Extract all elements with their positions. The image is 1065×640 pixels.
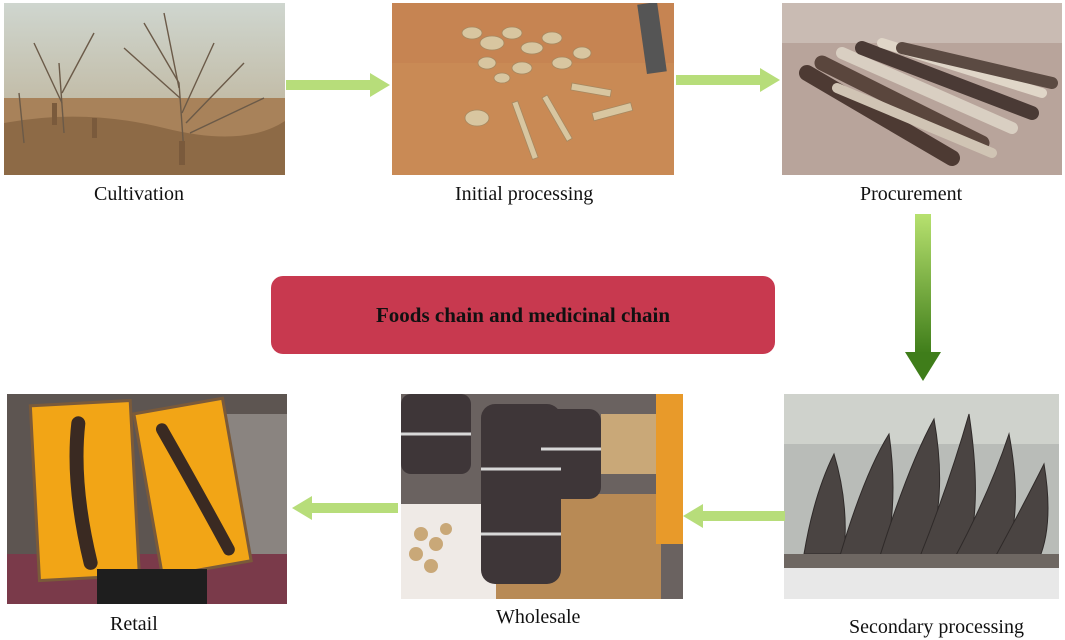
caption-wholesale: Wholesale [496, 606, 581, 628]
arrow-cultivation-to-initial [286, 73, 390, 97]
caption-cultivation: Cultivation [94, 183, 184, 205]
arrow-secondary-to-wholesale [683, 504, 785, 528]
arrow-wholesale-to-retail [292, 496, 398, 520]
arrow-procurement-to-secondary [905, 214, 941, 381]
caption-initial-processing: Initial processing [455, 183, 594, 205]
secondary-processing-photo [784, 394, 1059, 599]
center-label-box: Foods chain and medicinal chain [271, 276, 775, 354]
procurement-photo [782, 3, 1062, 175]
caption-procurement: Procurement [860, 183, 963, 205]
caption-retail: Retail [110, 613, 158, 635]
retail-photo [7, 394, 287, 604]
caption-secondary-processing: Secondary processing [849, 616, 1024, 638]
initial-processing-photo [392, 3, 674, 175]
center-label: Foods chain and medicinal chain [375, 302, 671, 327]
wholesale-photo [401, 394, 683, 599]
cultivation-photo [4, 3, 285, 175]
arrow-initial-to-procurement [676, 68, 780, 92]
